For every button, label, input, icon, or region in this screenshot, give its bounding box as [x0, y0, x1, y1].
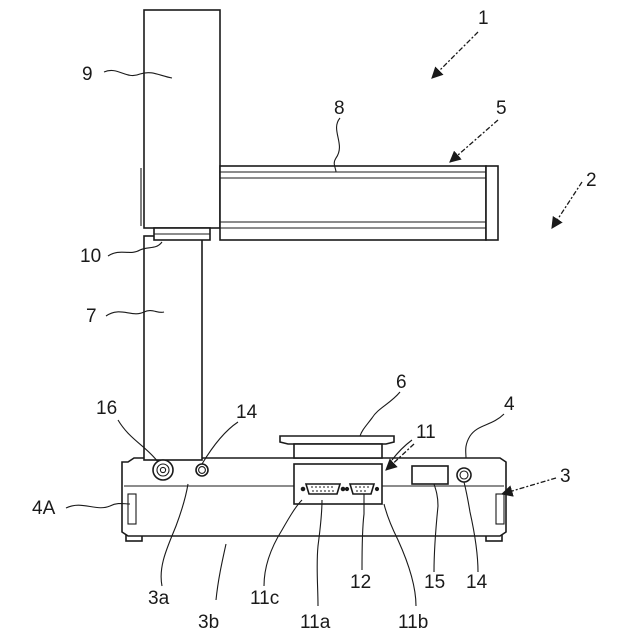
leader-8	[334, 118, 340, 172]
ref-9: 9	[82, 64, 93, 85]
upper-column	[141, 10, 220, 228]
upper-column-body	[144, 10, 220, 228]
button-right-icon	[457, 468, 471, 482]
ref-5: 5	[496, 98, 507, 119]
ref-1: 1	[478, 8, 489, 29]
ref-3a: 3a	[148, 588, 170, 609]
reference-labels: 1 9 8 5 2 10 7 6 16 14 4 11 3 4A 12 15 1…	[32, 8, 597, 633]
slider-block	[154, 228, 210, 240]
ref-11b: 11b	[398, 612, 428, 633]
column-body	[144, 236, 202, 460]
ref-11: 11	[416, 422, 436, 443]
ref-4: 4	[504, 394, 515, 415]
leader-4a	[66, 504, 130, 509]
ref-12: 12	[350, 572, 371, 593]
ref-7: 7	[86, 306, 97, 327]
leader-11	[392, 440, 412, 460]
arrow-3	[502, 478, 556, 494]
ref-14-right: 14	[466, 572, 488, 593]
ref-11a: 11a	[300, 612, 331, 633]
ref-3b: 3b	[198, 612, 219, 633]
horizontal-arm	[220, 166, 498, 240]
emergency-stop-icon	[153, 460, 173, 480]
display-window	[412, 466, 448, 484]
button-left-icon	[196, 464, 208, 476]
ref-2: 2	[586, 170, 597, 191]
work-table	[280, 436, 394, 458]
leader-6	[360, 392, 400, 436]
ref-8: 8	[334, 98, 345, 119]
ref-16: 16	[96, 398, 117, 419]
table-top	[280, 436, 394, 444]
connector-panel	[294, 464, 382, 504]
ref-15: 15	[424, 572, 445, 593]
ref-14-left: 14	[236, 402, 258, 423]
arm-end-cap	[486, 166, 498, 240]
arrow-2	[552, 182, 582, 228]
ref-3: 3	[560, 466, 571, 487]
arrow-1	[432, 32, 478, 78]
arm-body	[220, 166, 486, 240]
ref-6: 6	[396, 372, 407, 393]
ref-4a: 4A	[32, 498, 56, 519]
connector-11a-icon	[301, 484, 345, 494]
ref-10: 10	[80, 246, 101, 267]
table-support	[294, 444, 382, 458]
vertical-column	[144, 236, 202, 460]
arrow-5	[450, 120, 498, 162]
ref-11c: 11c	[250, 588, 279, 609]
leader-4	[466, 414, 504, 458]
leader-3b	[216, 544, 226, 600]
